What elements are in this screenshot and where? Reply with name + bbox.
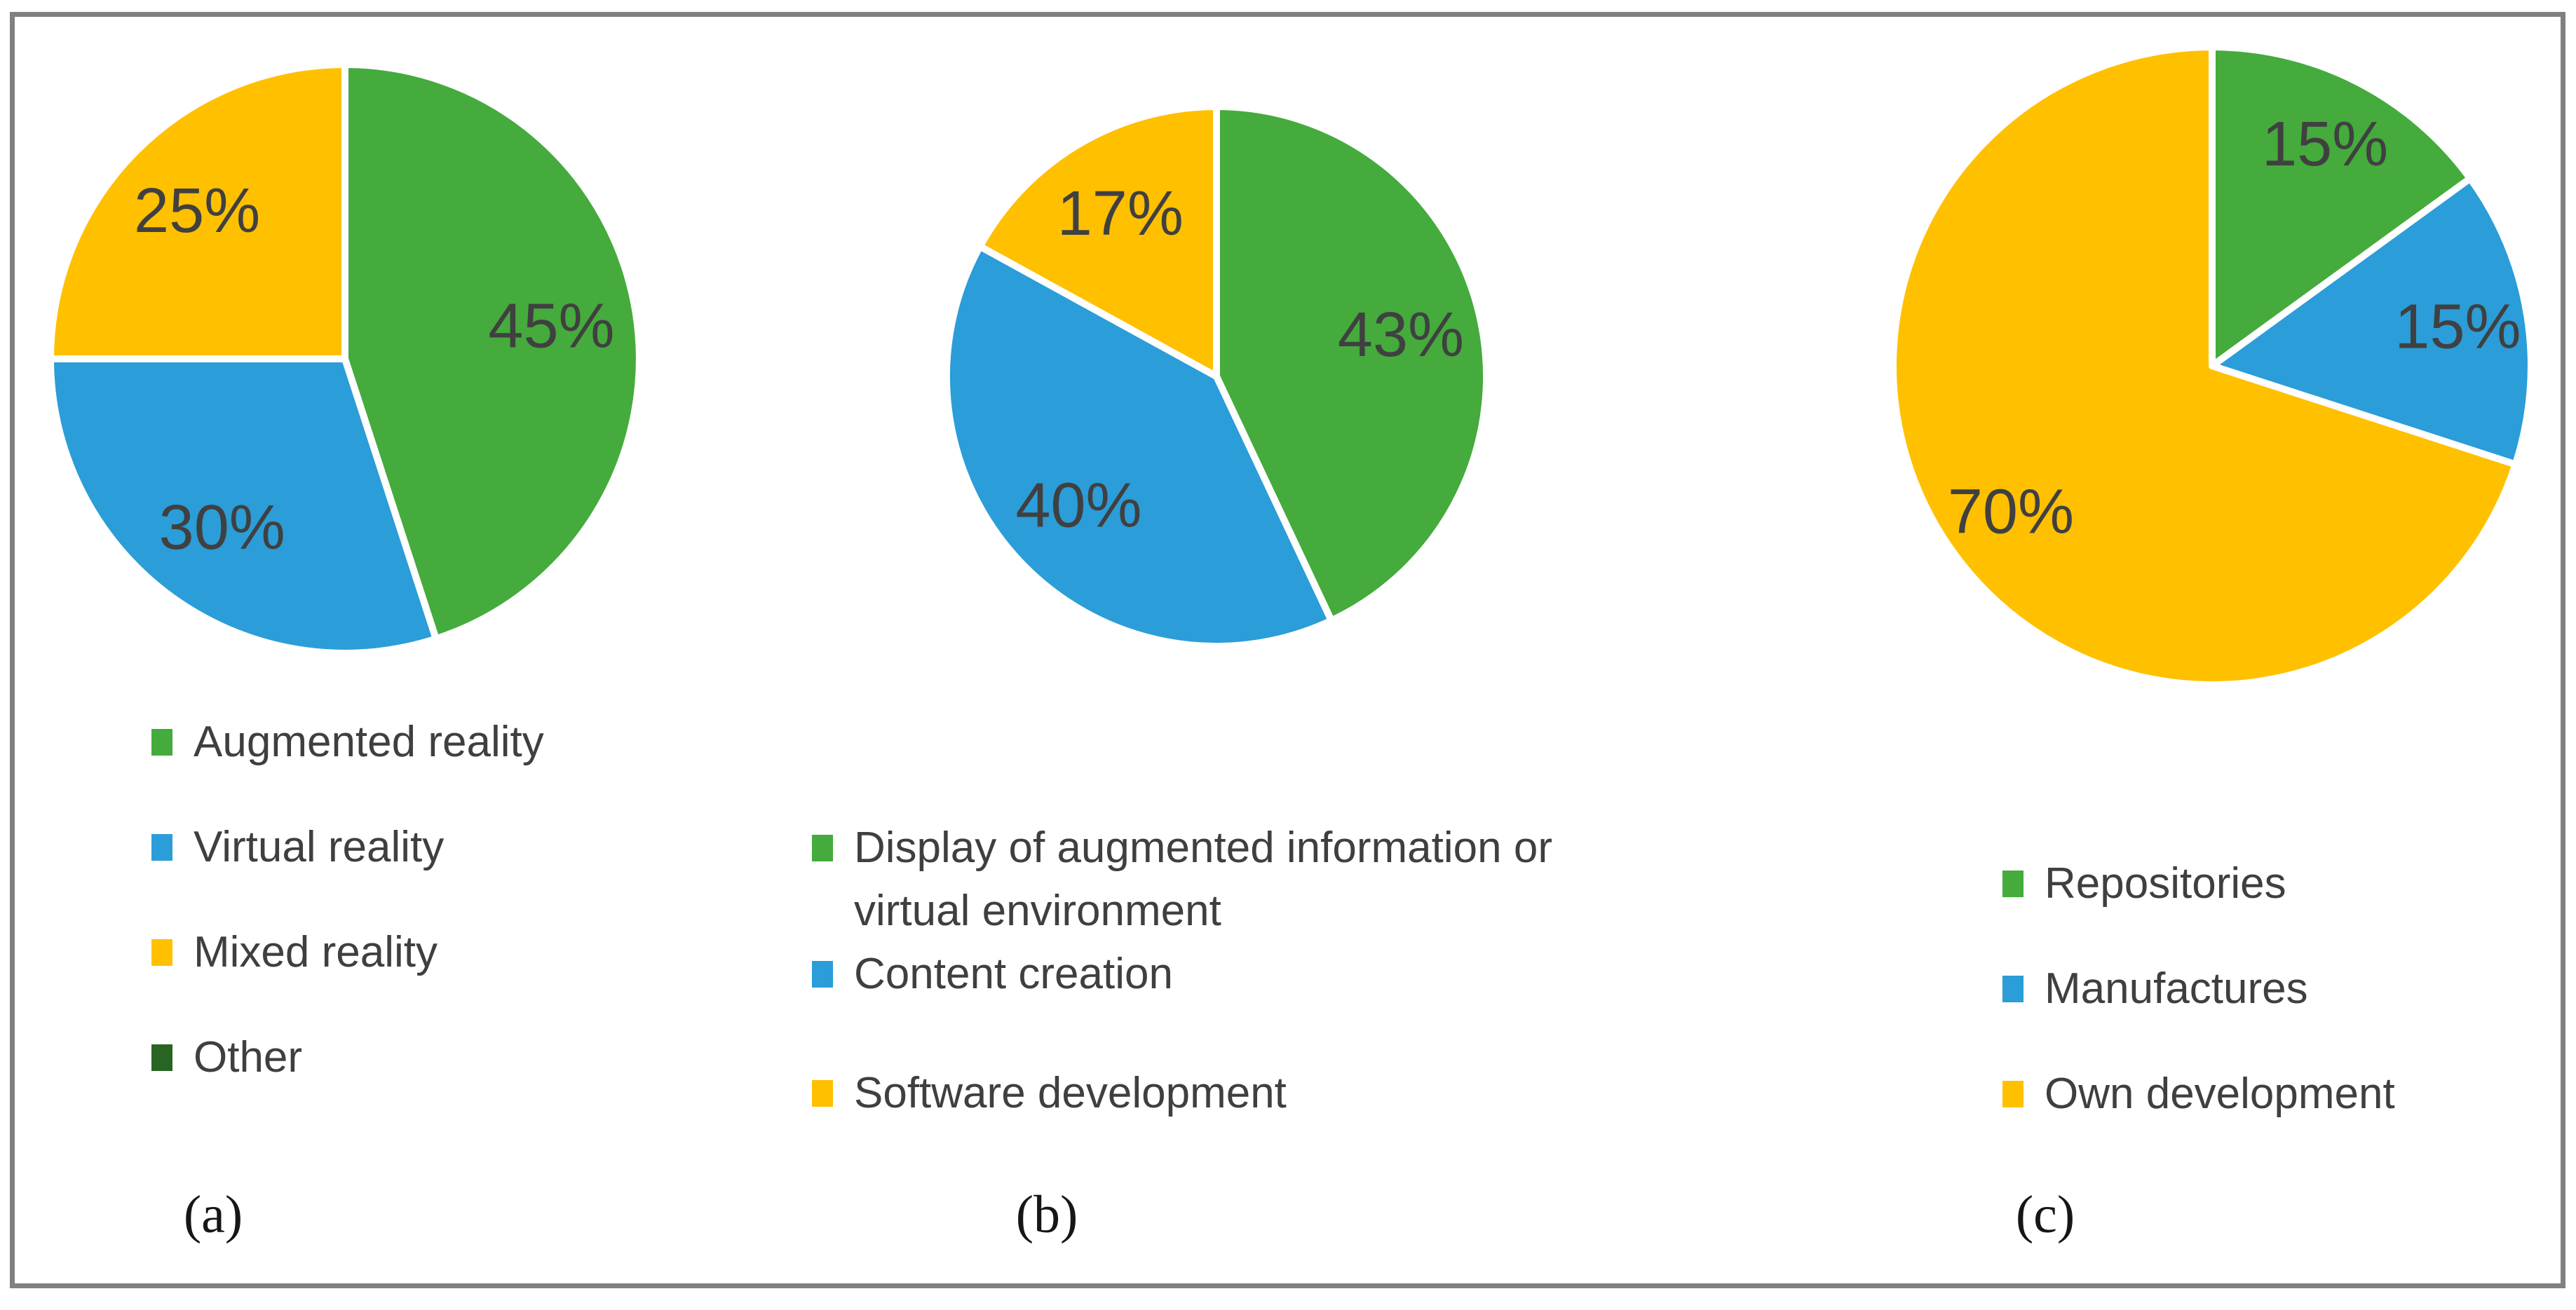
legend-label: Augmented reality xyxy=(194,718,544,766)
legend-swatch-icon xyxy=(812,1080,833,1107)
legend-label: Other xyxy=(194,1033,303,1082)
data-label-repositories: 15% xyxy=(2262,109,2388,179)
legend-item-own-development: Own development xyxy=(2002,1063,2395,1126)
pie-slice-repositories xyxy=(2209,43,2474,369)
legend-item-repositories: Repositories xyxy=(2002,852,2395,915)
pie-chart-a: 45% 30% 25% xyxy=(47,61,643,657)
data-label-augmented-reality: 45% xyxy=(488,291,614,361)
data-label-software-development: 17% xyxy=(1057,179,1184,249)
pie-slice-own-development xyxy=(1890,43,2519,688)
data-label-content-creation: 40% xyxy=(1015,471,1141,541)
pie-slice-augmented-reality xyxy=(341,61,643,643)
figure-border xyxy=(10,12,2565,1288)
legend-label: Software development xyxy=(854,1069,1287,1117)
legend-swatch-icon xyxy=(2002,976,2023,1002)
data-label-display-of-augmented-information-or-virt: 43% xyxy=(1338,300,1464,370)
legend-b: Display of augmented information or virt… xyxy=(812,817,1552,1125)
pie-slice-manufactures xyxy=(2209,175,2535,468)
legend-item-manufactures: Manufactures xyxy=(2002,957,2395,1021)
legend-item-augmented-reality: Augmented reality xyxy=(151,711,544,774)
data-label-mixed-reality: 25% xyxy=(134,176,260,246)
pie-slice-virtual-reality xyxy=(47,355,440,657)
legend-label: Display of augmented information or virt… xyxy=(854,824,1552,935)
pie-slice-content-creation xyxy=(942,243,1335,650)
legend-swatch-icon xyxy=(151,834,172,861)
caption-c: (c) xyxy=(2015,1185,2075,1244)
legend-label: Virtual reality xyxy=(194,823,445,871)
legend-item-display-of-augmented-information-or-virt: Display of augmented information or virt… xyxy=(812,817,1552,943)
legend-swatch-icon xyxy=(2002,1081,2023,1107)
legend-item-virtual-reality: Virtual reality xyxy=(151,816,544,879)
legend-label: Mixed reality xyxy=(194,928,438,976)
caption-b: (b) xyxy=(1015,1185,1078,1244)
legend-label: Own development xyxy=(2045,1070,2395,1118)
legend-swatch-icon xyxy=(812,835,833,861)
pie-slice-display-of-augmented-information-or-virt xyxy=(1213,103,1491,625)
pie-slice-software-development xyxy=(976,103,1220,380)
legend-item-other: Other xyxy=(151,1026,544,1089)
legend-item-mixed-reality: Mixed reality xyxy=(151,921,544,984)
pie-chart-c: 15% 15% 70% xyxy=(1890,43,2535,688)
caption-a: (a) xyxy=(183,1185,243,1244)
data-label-manufactures: 15% xyxy=(2394,292,2521,362)
pie-chart-b: 43% 40% 17% xyxy=(942,103,1491,650)
legend-swatch-icon xyxy=(2002,871,2023,897)
legend-swatch-icon xyxy=(151,729,172,756)
legend-label: Repositories xyxy=(2045,859,2286,908)
data-label-virtual-reality: 30% xyxy=(159,493,285,563)
legend-label: Content creation xyxy=(854,950,1173,998)
legend-label: Manufactures xyxy=(2045,964,2308,1013)
legend-swatch-icon xyxy=(151,1044,172,1071)
legend-item-software-development: Software development xyxy=(812,1062,1552,1125)
legend-swatch-icon xyxy=(151,939,172,966)
legend-item-content-creation: Content creation xyxy=(812,943,1552,1006)
legend-swatch-icon xyxy=(812,961,833,988)
data-label-own-development: 70% xyxy=(1948,477,2074,547)
pie-slice-mixed-reality xyxy=(47,61,348,362)
